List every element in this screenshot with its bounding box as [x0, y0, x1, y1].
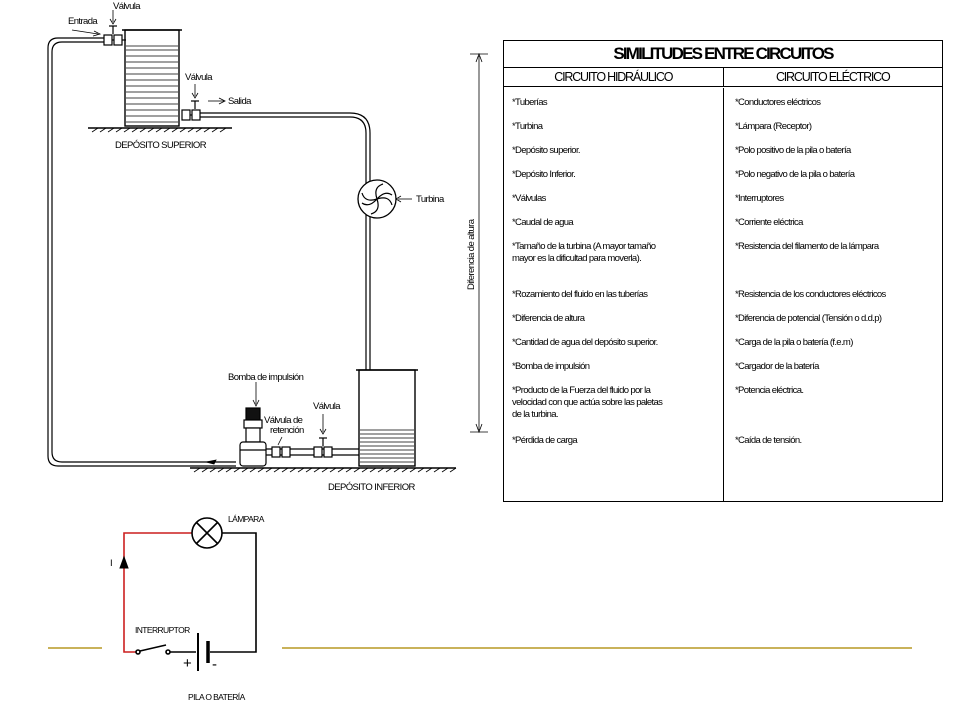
outlet-valve	[181, 100, 201, 121]
row-left: *Diferencia de altura	[512, 313, 585, 324]
valve-top-label: Válvula	[113, 1, 141, 12]
electric-circuit	[119, 532, 257, 653]
return-wire	[210, 532, 257, 653]
height-dimension	[470, 52, 488, 434]
upper-tank	[122, 29, 182, 127]
check-valve-label-1: Válvula de	[264, 415, 303, 426]
pump	[239, 407, 267, 467]
row-left: *Cantidad de agua del depósito superior.	[512, 337, 658, 348]
check-valve-label-2: retención	[270, 425, 304, 436]
row-right: *Resistencia del filamento de la lámpara	[735, 241, 879, 252]
row-left: *Tuberías	[512, 97, 548, 108]
valve-outlet-label: Válvula	[185, 72, 213, 83]
row-left: *Válvulas	[512, 193, 546, 204]
lower-tank-label: DEPÓSITO INFERIOR	[328, 482, 415, 493]
minus-label: -	[212, 656, 217, 673]
table-body: *Tuberías *Conductores eléctricos *Turbin…	[504, 88, 942, 501]
row-left: *Caudal de agua	[512, 217, 574, 228]
lower-tank	[356, 369, 418, 467]
row-right: *Caída de tensión.	[735, 435, 802, 446]
return-pipe	[51, 41, 236, 463]
lower-tank-water	[360, 429, 414, 463]
battery-label: PILA O BATERÍA	[188, 692, 246, 702]
current-path	[123, 532, 192, 653]
upper-tank-label: DEPÓSITO SUPERIOR	[115, 140, 207, 151]
switch-symbol	[135, 644, 171, 655]
row-right: *Conductores eléctricos	[735, 97, 821, 108]
row-left: *Turbina	[512, 121, 543, 132]
bottom-valve	[313, 437, 333, 458]
row-right: *Polo positivo de la pila o batería	[735, 145, 851, 156]
row-right: *Diferencia de potencial (Tensión o d.d.…	[735, 313, 882, 324]
supply-pipe	[200, 112, 371, 372]
row-left: *Tamaño de la turbina (A mayor tamaño ma…	[512, 241, 656, 264]
inlet-label: Entrada	[68, 16, 98, 27]
row-right: *Potencia eléctrica.	[735, 385, 804, 396]
row-right: *Corriente eléctrica	[735, 217, 803, 228]
upper-ground	[88, 127, 232, 133]
inlet-valve	[103, 25, 126, 46]
row-left: *Depósito superior.	[512, 145, 581, 156]
plus-label: +	[183, 655, 192, 672]
hydraulic-circuit	[47, 10, 488, 473]
current-arrow	[119, 555, 129, 569]
row-right: *Resistencia de los conductores eléctric…	[735, 289, 886, 300]
row-left: *Bomba de impulsión	[512, 361, 590, 372]
outlet-label: Salida	[228, 96, 252, 107]
check-valve	[271, 446, 291, 458]
current-label: I	[110, 558, 112, 569]
table-header: CIRCUITO HIDRÁULICO CIRCUITO ELÉCTRICO	[504, 68, 942, 87]
row-left: *Producto de la Fuerza del fluido por la…	[512, 385, 663, 420]
column-divider	[723, 88, 724, 501]
row-right: *Polo negativo de la pila o batería	[735, 169, 855, 180]
switch-label: INTERRUPTOR	[135, 625, 190, 635]
comparison-table: SIMILITUDES ENTRE CIRCUITOS CIRCUITO HID…	[503, 40, 943, 502]
column-header-electric: CIRCUITO ELÉCTRICO	[722, 68, 943, 86]
turbine-label: Turbina	[416, 194, 445, 205]
valve-bottom-label: Válvula	[313, 401, 341, 412]
table-title: SIMILITUDES ENTRE CIRCUITOS	[504, 41, 942, 68]
upper-tank-water	[126, 45, 178, 123]
lower-ground	[190, 467, 457, 473]
lamp-label: LÁMPARA	[228, 514, 265, 524]
column-header-hydraulic: CIRCUITO HIDRÁULICO	[554, 70, 673, 84]
lamp-symbol	[191, 517, 223, 549]
height-difference-label: Diferencia de altura	[466, 218, 477, 290]
turbine	[357, 179, 397, 219]
row-left: *Depósito Inferior.	[512, 169, 576, 180]
row-left: *Rozamiento del fluido en las tuberías	[512, 289, 648, 300]
row-right: *Interruptores	[735, 193, 784, 204]
battery-symbol	[197, 633, 210, 671]
row-left: *Pérdida de carga	[512, 435, 578, 446]
row-right: *Lámpara (Receptor)	[735, 121, 812, 132]
pump-label: Bomba de impulsión	[228, 372, 304, 383]
row-right: *Carga de la pila o batería (f.e.m)	[735, 337, 853, 348]
row-right: *Cargador de la batería	[735, 361, 819, 372]
